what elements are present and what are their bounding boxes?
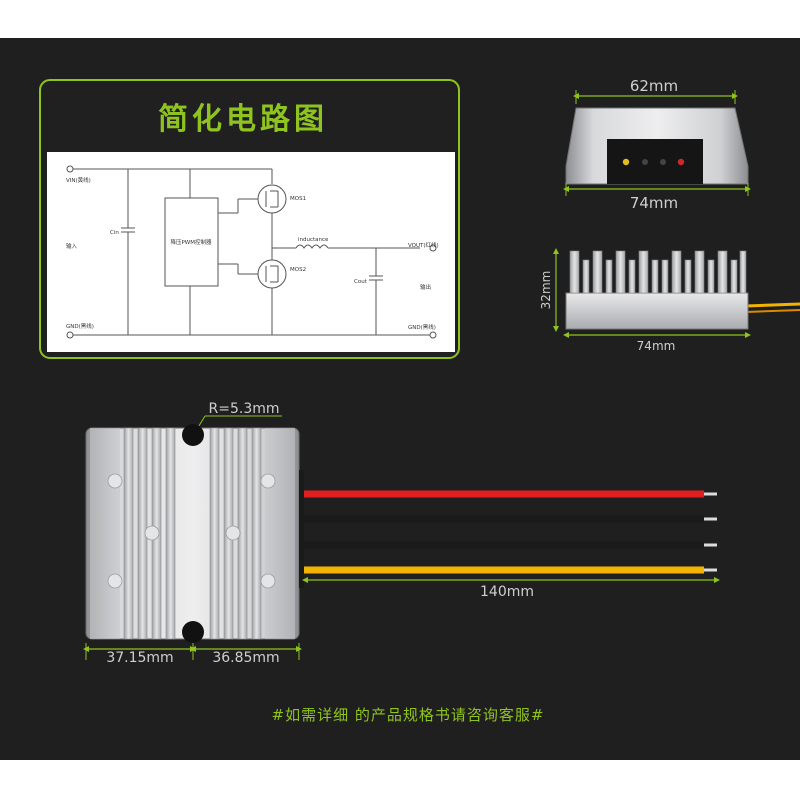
schematic [66,165,437,339]
right-half-label: 36.85mm [212,650,279,666]
mount-hole-bottom [182,621,204,643]
pwm-block-label: 降压PWM控制器 [170,238,212,246]
circuit-panel: 简化电路图 [39,79,460,359]
mos2-label: MOS2 [290,267,306,273]
schematic-labels: VIN(黄线) 输入 Cin GND(黑线) 降压PWM控制器 MOS1 MOS… [66,176,439,331]
product-diagram: 简化电路图 [0,38,800,760]
wires [300,490,717,574]
vin-label: VIN(黄线) [66,176,91,184]
side-length: 74mm [637,339,676,353]
side-height: 32mm [539,271,553,310]
front-view: 62mm 74mm [563,77,751,212]
circuit-title: 简化电路图 [158,102,328,137]
side-view: 32mm 74mm [539,248,800,353]
side-fins [569,250,747,294]
mount-hole-top [182,424,204,446]
wire-length-label: 140mm [480,584,534,600]
schematic-area [47,152,455,352]
diagram-canvas: 简化电路图 [39,77,800,724]
mos1-label: MOS1 [290,196,306,202]
footer-note: #如需详细 的产品规格书请咨询客服# [272,706,545,724]
vout-label: VOUT(红线) [408,241,439,249]
cin-label: Cin [110,230,119,236]
front-bottom-width: 74mm [630,194,678,212]
top-view: R=5.3mm [83,401,720,666]
output-label: 输出 [420,283,431,291]
hole-radius-label: R=5.3mm [209,401,280,417]
input-label: 输入 [66,242,78,250]
front-top-width: 62mm [630,77,678,95]
cout-label: Cout [354,279,368,285]
left-half-label: 37.15mm [106,650,173,666]
gnd-right-label: GND(黑线) [408,323,436,331]
inductance-label: inductance [298,237,329,243]
screws [107,473,276,589]
gnd-left-label: GND(黑线) [66,322,94,330]
